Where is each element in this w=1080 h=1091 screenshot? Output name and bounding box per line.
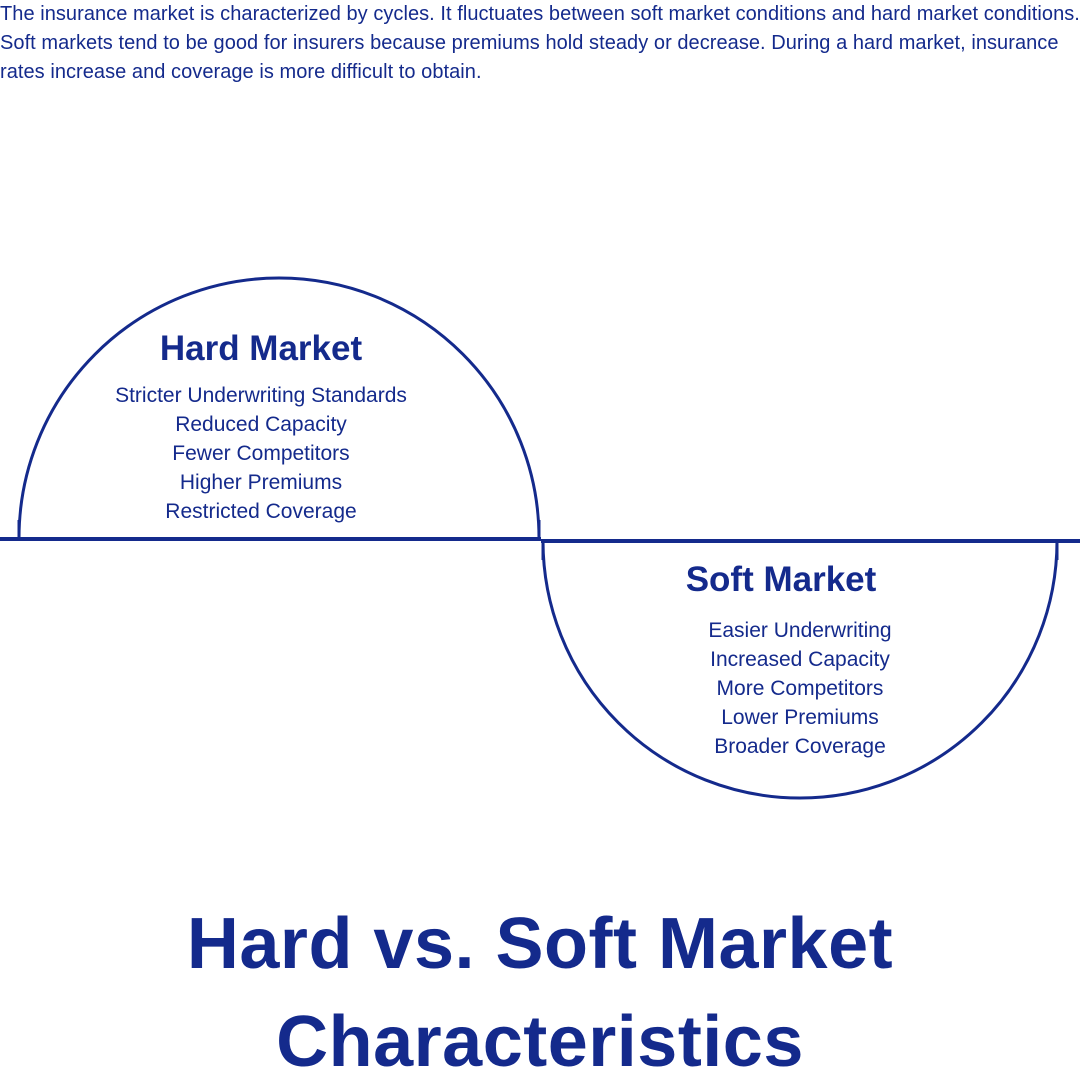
hard-market-panel: Hard Market Stricter Underwriting Standa… — [60, 329, 462, 526]
title-line-1: Hard vs. Soft Market — [186, 904, 894, 984]
list-item: Broader Coverage — [714, 735, 886, 758]
soft-market-list: Easier Underwriting Increased Capacity M… — [600, 616, 1000, 761]
list-item: Fewer Competitors — [172, 442, 350, 465]
intro-paragraph: The insurance market is characterized by… — [0, 3, 1080, 83]
list-item: Increased Capacity — [710, 648, 890, 671]
list-item: Reduced Capacity — [175, 413, 347, 436]
hard-market-list: Stricter Underwriting Standards Reduced … — [60, 381, 462, 526]
hard-market-dome — [17, 276, 541, 539]
list-item: Lower Premiums — [721, 706, 879, 729]
page-title: Hard vs. Soft Market Characteristics — [0, 895, 1080, 1091]
title-line-2: Characteristics — [276, 1002, 804, 1082]
list-item: Easier Underwriting — [708, 619, 892, 642]
soft-market-bowl — [541, 540, 1059, 800]
list-item: More Competitors — [716, 677, 884, 700]
list-item: Restricted Coverage — [165, 500, 357, 523]
soft-market-panel: Soft Market Easier Underwriting Increase… — [600, 560, 1000, 761]
hard-market-heading: Hard Market — [159, 329, 363, 368]
soft-market-heading: Soft Market — [685, 560, 877, 599]
list-item: Stricter Underwriting Standards — [115, 384, 407, 407]
list-item: Higher Premiums — [179, 471, 343, 494]
